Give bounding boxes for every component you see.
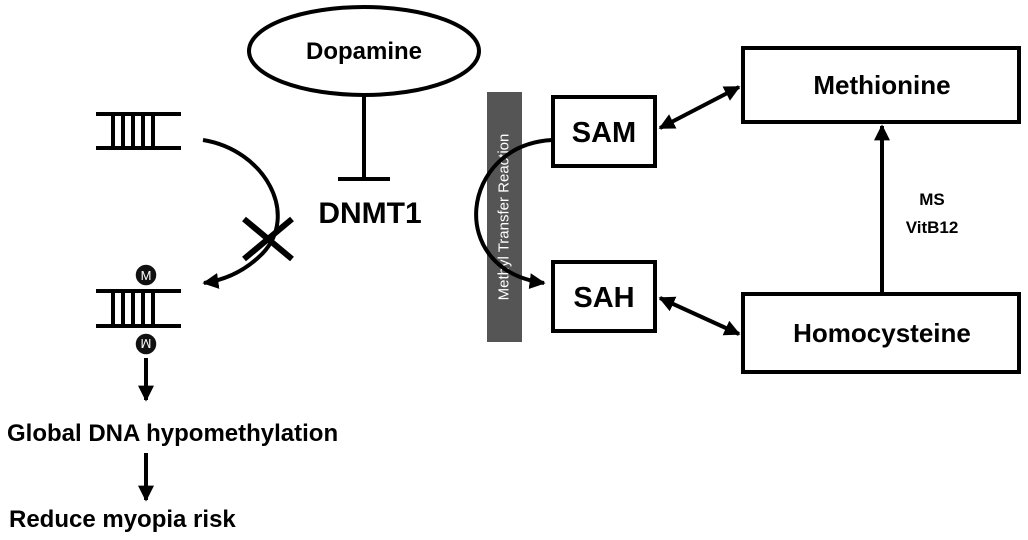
methylation-arrow <box>202 138 280 289</box>
methyl-transfer-band <box>487 92 522 342</box>
ms-label: MS <box>919 190 945 209</box>
sah-homocysteine-arrow <box>658 296 741 336</box>
homocysteine-label: Homocysteine <box>793 318 971 348</box>
sam-label: SAM <box>572 117 636 149</box>
global-hypomethylation-label: Global DNA hypomethylation <box>7 420 338 447</box>
methyl-mark-top: M <box>141 268 152 283</box>
unmethylated-dna-icon <box>96 112 181 150</box>
methionine-label: Methionine <box>813 70 950 100</box>
methyl-mark-bottom: M <box>141 336 152 351</box>
methylated-dna-icon <box>96 289 181 328</box>
homocysteine-node <box>741 292 1021 374</box>
sam-node <box>551 95 657 168</box>
methyl-transfer-arrow <box>474 138 553 290</box>
sah-node <box>551 260 657 333</box>
vitb12-label: VitB12 <box>906 218 959 237</box>
dnmt1-label: DNMT1 <box>318 197 421 230</box>
methyl-transfer-label: Methyl Transfer Reaction <box>496 134 513 301</box>
sam-methionine-arrow <box>658 85 741 130</box>
sah-label: SAH <box>573 282 634 314</box>
reduce-risk-label: Reduce myopia risk <box>9 506 236 533</box>
dopamine-node <box>247 5 481 97</box>
methyl-group-bottom <box>134 332 158 356</box>
block-x-icon <box>242 216 294 262</box>
methionine-node <box>741 46 1021 124</box>
methyl-group-top <box>134 263 158 287</box>
dopamine-label: Dopamine <box>306 38 422 65</box>
